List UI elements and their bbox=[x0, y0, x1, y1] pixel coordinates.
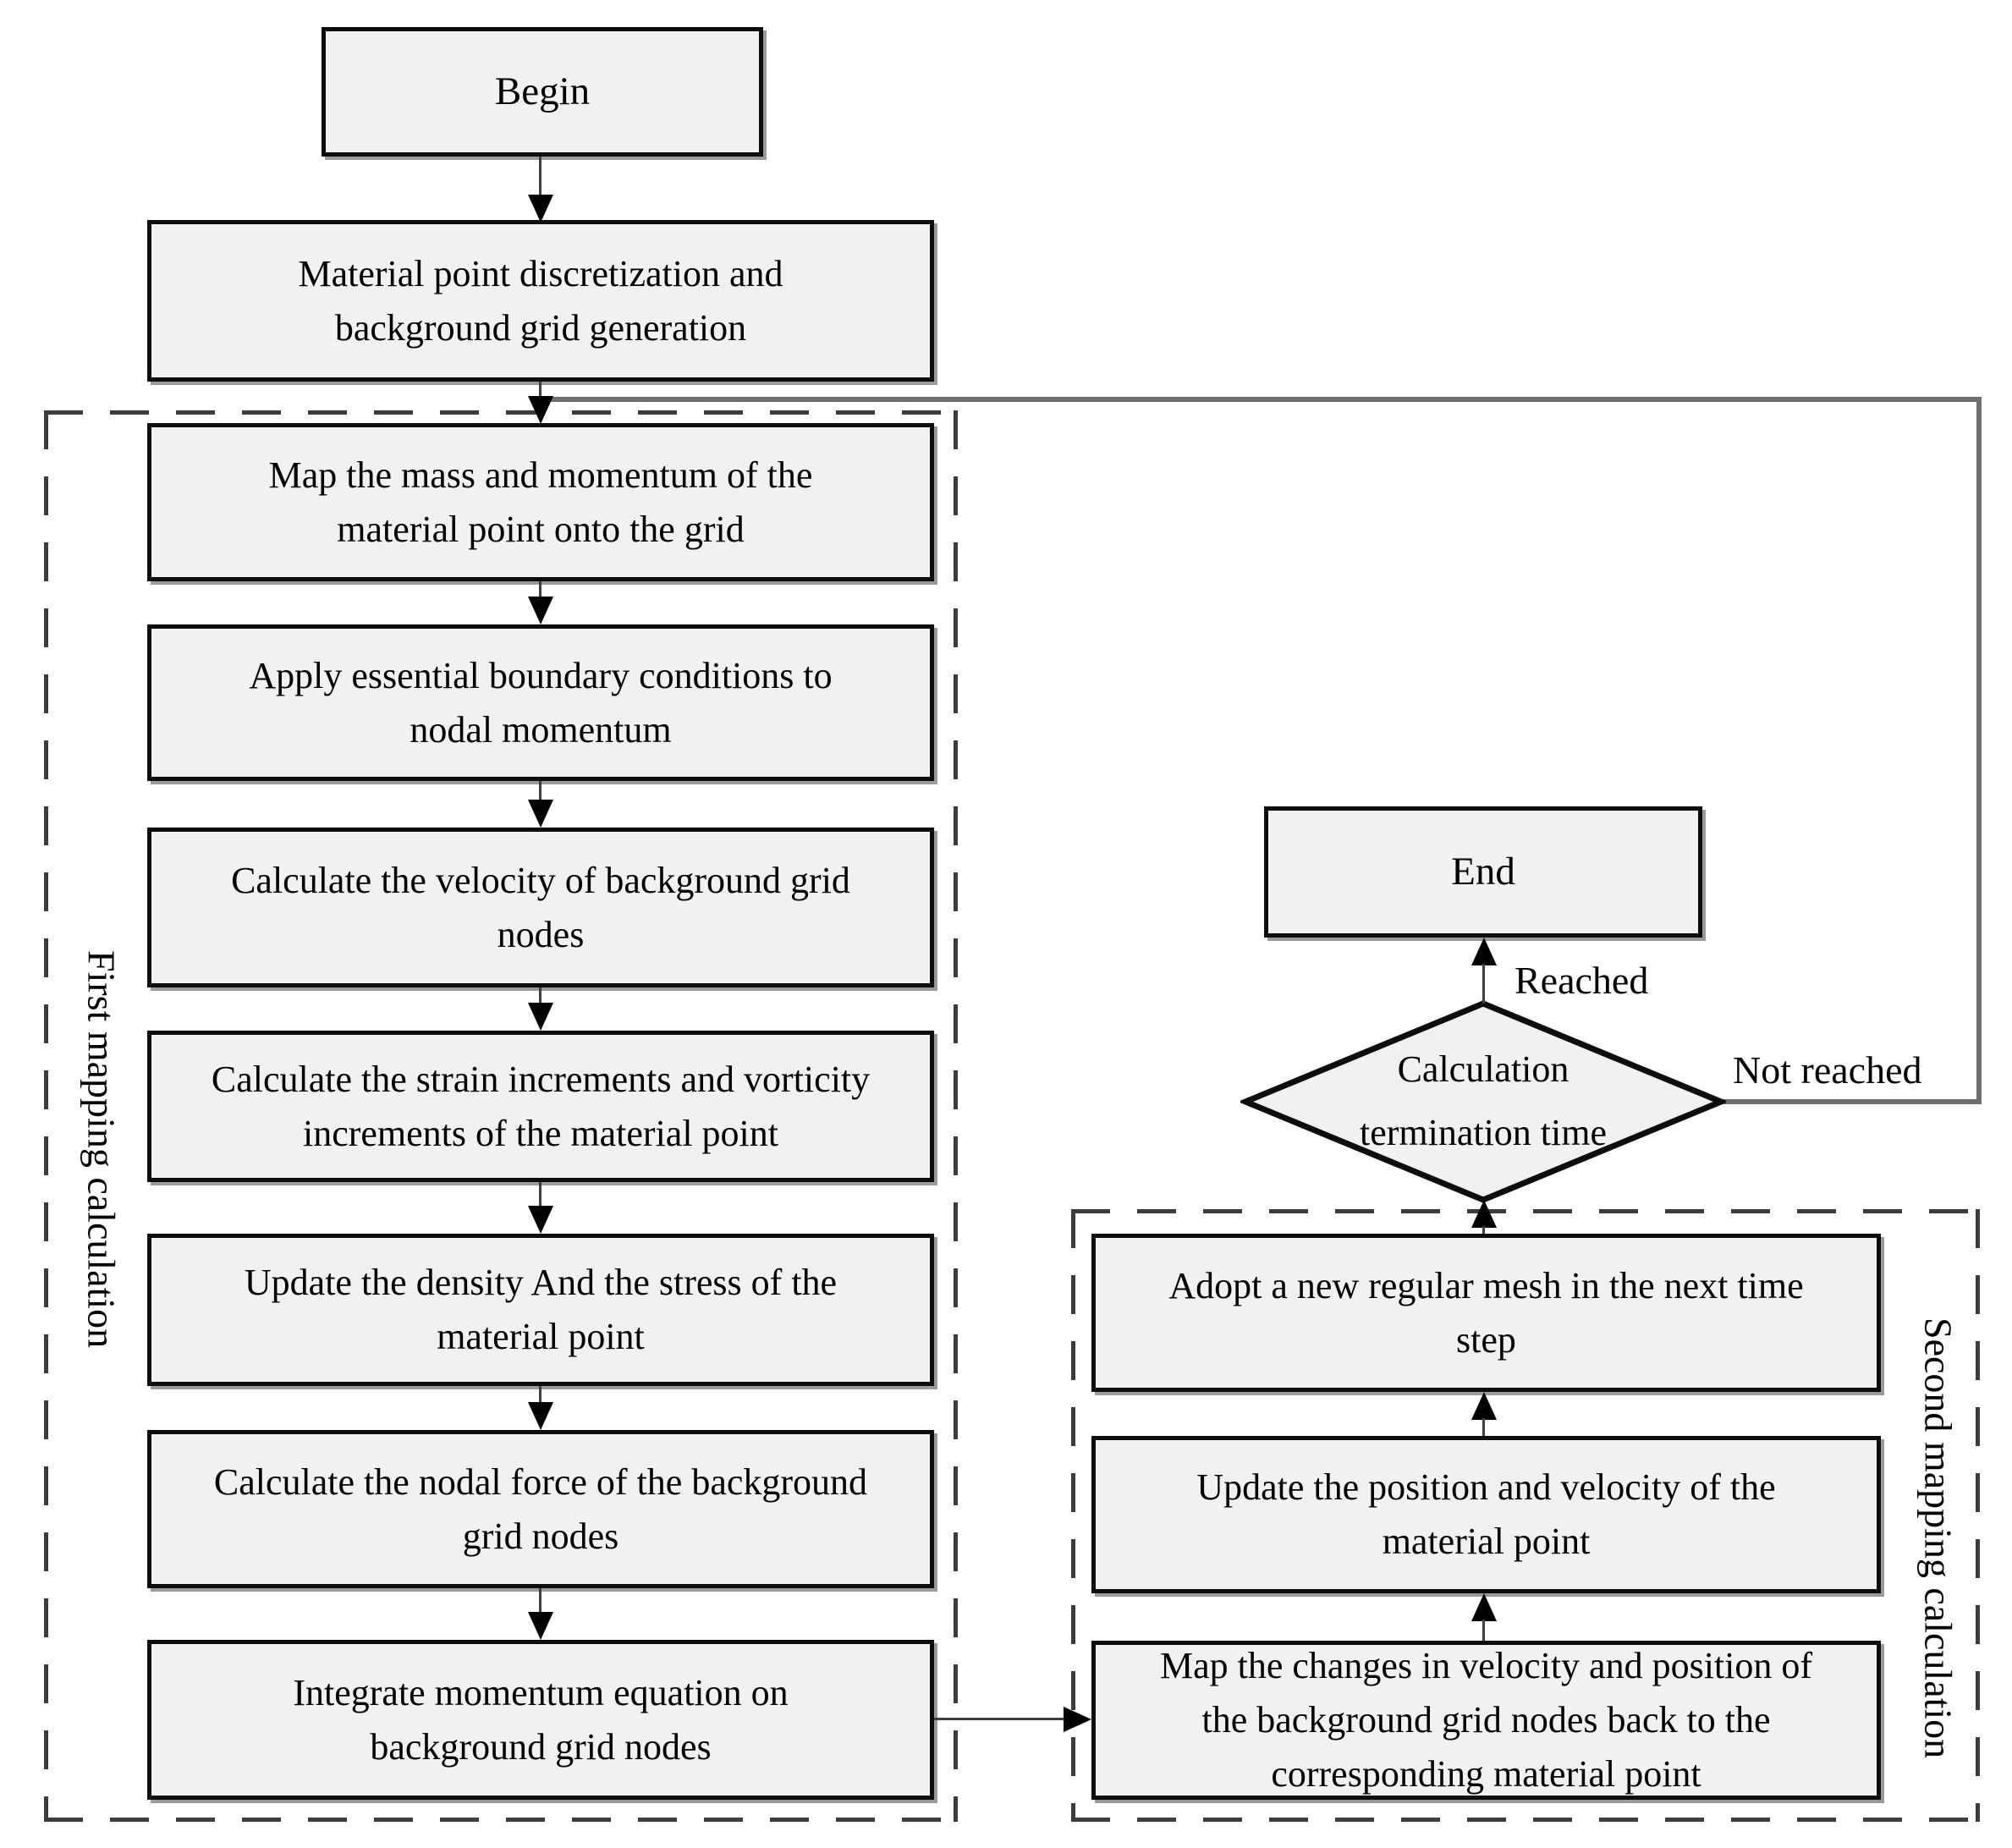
apply-boundary-conditions-node: Apply essential boundary conditions to n… bbox=[147, 624, 934, 781]
arrow-density-force-head bbox=[528, 1402, 553, 1430]
adopt-new-mesh-node: Adopt a new regular mesh in the next tim… bbox=[1091, 1234, 1881, 1392]
begin-node: Begin bbox=[322, 27, 763, 157]
arrow-applybc-velocity-head bbox=[528, 800, 553, 828]
arrow-mapmass-applybc-head bbox=[528, 597, 553, 624]
material-discretization-node: Material point discretization and backgr… bbox=[147, 220, 934, 382]
arrow-integrate-mapchanges-head bbox=[1064, 1707, 1091, 1732]
reached-label: Reached bbox=[1514, 959, 1649, 1002]
arrow-begin-material-head bbox=[528, 195, 553, 223]
termination-decision-label: Calculation termination time bbox=[1359, 1048, 1608, 1153]
arrow-material-mapmass-head bbox=[528, 396, 553, 424]
arrow-density-force-line bbox=[539, 1386, 541, 1404]
arrow-strain-density-head bbox=[528, 1206, 553, 1234]
arrow-mapmass-applybc-line bbox=[539, 581, 541, 599]
feedback-line-from-diamond bbox=[1721, 1099, 1982, 1104]
second-mapping-group-label: Second mapping calculation bbox=[1916, 1317, 1960, 1759]
first-mapping-dashed-bottom bbox=[44, 1818, 956, 1822]
arrow-mapchanges-updatepos-head bbox=[1471, 1593, 1497, 1621]
calc-grid-velocity-node: Calculate the velocity of background gri… bbox=[147, 828, 934, 987]
arrow-updatepos-adopt-head bbox=[1471, 1392, 1497, 1420]
not-reached-label: Not reached bbox=[1733, 1048, 1922, 1092]
end-node: End bbox=[1264, 806, 1702, 938]
second-mapping-dashed-right bbox=[1976, 1209, 1980, 1822]
arrow-begin-material-line bbox=[539, 157, 541, 197]
arrow-adopt-diamond-line bbox=[1482, 1226, 1485, 1234]
arrow-applybc-velocity-line bbox=[539, 781, 541, 801]
map-changes-back-node: Map the changes in velocity and position… bbox=[1091, 1641, 1881, 1800]
update-density-stress-node: Update the density And the stress of the… bbox=[147, 1234, 934, 1386]
second-mapping-dashed-bottom bbox=[1071, 1818, 1980, 1822]
update-position-velocity-node: Update the position and velocity of the … bbox=[1091, 1436, 1881, 1593]
first-mapping-dashed-left bbox=[44, 410, 48, 1822]
feedback-line-top bbox=[541, 397, 1982, 402]
first-mapping-group-label: First mapping calculation bbox=[80, 949, 124, 1349]
map-mass-momentum-node: Map the mass and momentum of the materia… bbox=[147, 423, 934, 581]
arrow-diamond-end-head bbox=[1471, 938, 1497, 965]
calc-strain-vorticity-node: Calculate the strain increments and vort… bbox=[147, 1031, 934, 1182]
arrow-diamond-end-line bbox=[1482, 964, 1485, 1004]
arrow-material-mapmass-line bbox=[539, 382, 541, 400]
arrow-updatepos-adopt-line bbox=[1482, 1418, 1485, 1436]
arrow-integrate-mapchanges-line bbox=[934, 1718, 1066, 1720]
arrow-velocity-strain-line bbox=[539, 987, 541, 1004]
calc-nodal-force-node: Calculate the nodal force of the backgro… bbox=[147, 1430, 934, 1588]
arrow-velocity-strain-head bbox=[528, 1003, 553, 1031]
first-mapping-dashed-right bbox=[954, 410, 958, 1822]
arrow-adopt-diamond-head bbox=[1471, 1200, 1497, 1228]
arrow-mapchanges-updatepos-line bbox=[1482, 1620, 1485, 1641]
second-mapping-dashed-top bbox=[1071, 1209, 1980, 1213]
integrate-momentum-node: Integrate momentum equation on backgroun… bbox=[147, 1640, 934, 1800]
arrow-strain-density-line bbox=[539, 1182, 541, 1207]
arrow-force-integrate-line bbox=[539, 1588, 541, 1614]
second-mapping-dashed-left bbox=[1071, 1209, 1075, 1822]
first-mapping-dashed-top bbox=[44, 410, 956, 415]
arrow-force-integrate-head bbox=[528, 1612, 553, 1640]
feedback-line-right bbox=[1976, 398, 1982, 1104]
